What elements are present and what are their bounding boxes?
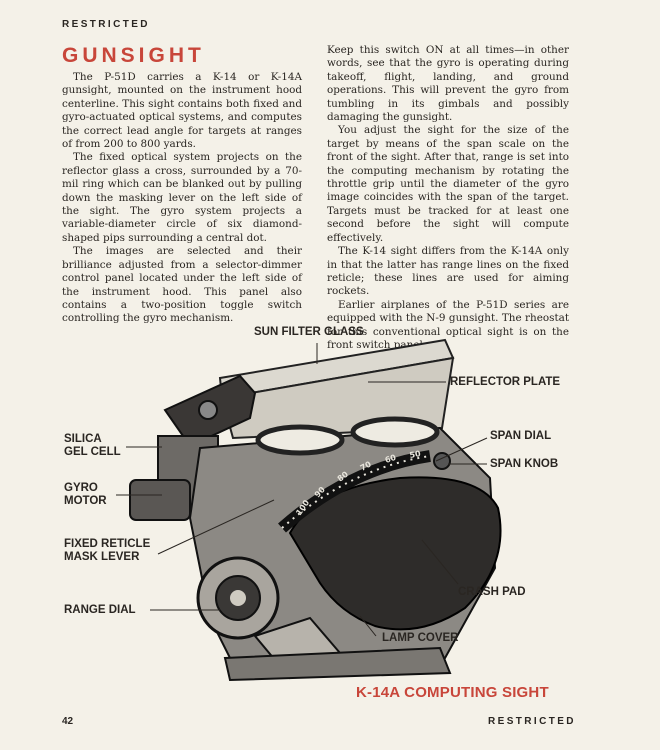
leader-lamp-cover — [359, 615, 377, 637]
label-crash-pad: CRASH PAD — [458, 586, 526, 598]
left-column: The P-51D carries a K-14 or K-14A gunsig… — [62, 71, 302, 326]
paragraph: Earlier airplanes of the P-51D series ar… — [327, 298, 569, 351]
leader-mask-lever — [157, 499, 275, 555]
page-number: 42 — [62, 716, 74, 727]
paragraph: The P-51D carries a K-14 or K-14A gunsig… — [62, 71, 302, 151]
label-silica-gel-cell: SILICA GEL CELL — [64, 433, 121, 458]
leader-lines — [116, 343, 488, 637]
restricted-footer: RESTRICTED — [488, 716, 576, 727]
crash-pad-shape — [288, 476, 502, 631]
paragraph: The fixed optical system projects on the… — [62, 151, 302, 244]
bracket-knob-shape — [198, 400, 218, 420]
paragraph: Keep this switch ON at all times—in othe… — [327, 44, 569, 124]
paragraph: You adjust the sight for the size of the… — [327, 124, 569, 244]
base-plate-shape — [223, 646, 452, 682]
left-glass-ring-shape — [255, 424, 345, 456]
leader-crash-pad — [421, 539, 459, 585]
leader-span-dial — [435, 437, 488, 462]
label-lamp-cover: LAMP COVER — [382, 632, 459, 644]
gyro-motor-shape — [129, 479, 191, 521]
label-span-knob: SPAN KNOB — [490, 458, 559, 470]
label-sun-filter-glass: SUN FILTER GLASS — [254, 326, 364, 338]
figure-caption: K-14A COMPUTING SIGHT — [356, 684, 549, 701]
label-range-dial: RANGE DIAL — [64, 604, 136, 616]
dial-number-60: 60 — [384, 453, 398, 465]
right-column: Keep this switch ON at all times—in othe… — [327, 44, 569, 352]
paragraph: The K-14 sight differs from the K-14A on… — [327, 245, 569, 298]
paragraph: The images are selected and their brilli… — [62, 245, 302, 325]
restricted-header: RESTRICTED — [62, 19, 150, 30]
gunsight-illustration: 100 90 80 70 60 50 — [116, 338, 502, 682]
dial-number-50: 50 — [409, 449, 422, 460]
label-span-dial: SPAN DIAL — [490, 430, 552, 442]
right-glass-ring-shape — [350, 416, 440, 448]
range-dial-center-shape — [230, 590, 246, 606]
section-title: GUNSIGHT — [62, 44, 205, 67]
span-dial-ticks-shape — [281, 455, 431, 529]
label-gyro-motor: GYRO MOTOR — [64, 482, 107, 507]
gunsight-figure: 100 90 80 70 60 50 SUN FILTER G — [50, 318, 610, 708]
label-fixed-reticle-mask-lever: FIXED RETICLE MASK LEVER — [64, 538, 151, 563]
label-reflector-plate: REFLECTOR PLATE — [450, 376, 561, 388]
